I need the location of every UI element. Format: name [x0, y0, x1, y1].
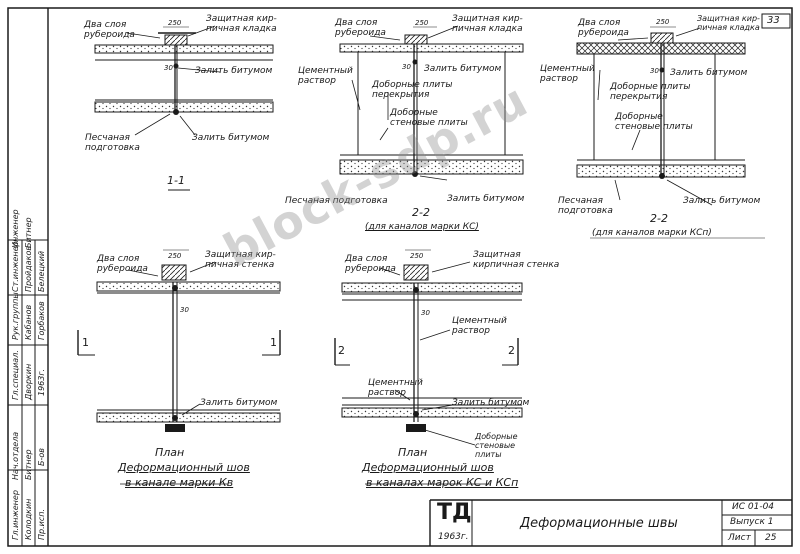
- d1-section-mark: 1-1: [167, 174, 185, 187]
- stamp-role-1: Нач.отдела: [11, 431, 20, 480]
- d5-wall-label: Доборные стеновые плиты: [475, 432, 518, 459]
- d5-dim-30: 30: [421, 309, 430, 317]
- drawing-4-plan: [77, 249, 281, 485]
- stamp-role-4: Ст.инженер: [11, 241, 20, 292]
- d5-protective-label: Защитная кирпичная стенка: [473, 250, 560, 270]
- d2-dim-250: 250: [415, 19, 429, 27]
- stamp-right-4: Белецкий: [37, 250, 46, 292]
- d4-mark-left: 1: [82, 336, 89, 349]
- d5-cement-label-1: Цементный раствор: [452, 316, 507, 336]
- d3-fill-bottom-label: Залить битумом: [683, 196, 761, 206]
- d5-title: План: [398, 446, 428, 459]
- d2-wall-label: Доборные стеновые плиты: [390, 108, 468, 128]
- d3-sand-label: Песчаная подготовка: [558, 196, 613, 216]
- d1-dim-250: 250: [168, 19, 182, 27]
- d4-fill-label: Залить битумом: [200, 398, 278, 408]
- d4-protective-label: Защитная кир- пичная стенка: [205, 250, 276, 270]
- d3-protective-label: Защитная кир- пичная кладка: [697, 14, 760, 32]
- stamp-name-4: Пройдаков: [24, 245, 33, 292]
- d3-section-mark: 2-2: [650, 212, 668, 225]
- d4-dim-30: 30: [180, 306, 189, 314]
- d3-fill-top-label: Залить битумом: [670, 68, 748, 78]
- drawing-2-section: [339, 25, 524, 181]
- stamp-role-0: Гл.инженер: [11, 490, 20, 540]
- d2-roofing-label: Два слоя рубероида: [335, 18, 386, 38]
- d5-cement-label-2: Цементный раствор: [368, 378, 423, 398]
- d1-fill-top-label: Залить битумом: [195, 66, 273, 76]
- title-block-year: 1963г.: [438, 532, 469, 542]
- d2-caption: (для каналов марки КС): [365, 222, 479, 232]
- stamp-right-0: Пр.исп.: [37, 508, 46, 540]
- d2-slab-label: Доборные плиты перекрытия: [372, 80, 453, 100]
- d5-mark-right: 2: [508, 344, 515, 357]
- stamp-name-0: Колодкин: [24, 498, 33, 540]
- drawing-1-section: [94, 25, 274, 191]
- d5-subtitle2: в каналах марок КС и КСп: [366, 476, 519, 489]
- stamp-name-3: Кабанов: [24, 304, 33, 340]
- d4-dim-250: 250: [168, 252, 182, 260]
- d1-dim-30: 30: [164, 64, 173, 72]
- title-block-code: ИС 01-04: [732, 502, 775, 512]
- d1-protective-label: Защитная кир- пичная кладка: [206, 14, 277, 34]
- d1-sand-label: Песчаная подготовка: [85, 133, 140, 153]
- stamp-role-5: Инженер: [11, 209, 20, 248]
- d3-wall-label: Доборные стеновые плиты: [615, 112, 693, 132]
- title-block-title: Деформационные швы: [520, 516, 678, 531]
- title-block-org: ТД: [437, 500, 472, 525]
- d1-fill-bottom-label: Залить битумом: [192, 133, 270, 143]
- d2-dim-30: 30: [402, 63, 411, 71]
- d2-fill-top-label: Залить битумом: [424, 64, 502, 74]
- drawing-5-plan: [334, 249, 523, 485]
- stamp-right-3: Горбаков: [37, 301, 46, 340]
- stamp-name-2: Дворкин: [24, 363, 33, 400]
- d2-section-mark: 2-2: [412, 206, 430, 219]
- stamp-name-5: Битнер: [24, 217, 33, 248]
- stamp-name-1: Битнер: [24, 449, 33, 480]
- d2-protective-label: Защитная кир- пичная кладка: [452, 14, 523, 34]
- d5-subtitle1: Деформационный шов: [362, 461, 494, 474]
- d1-roofing-label: Два слоя рубероида: [84, 20, 135, 40]
- d3-roofing-label: Два слоя рубероида: [578, 18, 629, 38]
- d3-cement-label: Цементный раствор: [540, 64, 595, 84]
- title-block-sheet-value: 25: [765, 533, 777, 543]
- d3-caption: (для каналов марки КСп): [592, 228, 712, 238]
- sheet-number: 33: [767, 15, 780, 26]
- d5-mark-left: 2: [338, 344, 345, 357]
- d4-roofing-label: Два слоя рубероида: [97, 254, 148, 274]
- drawing-3-section: [576, 26, 765, 239]
- d2-sand-label: Песчаная подготовка: [285, 196, 388, 206]
- d3-dim-250: 250: [656, 18, 670, 26]
- title-block-sheet-label: Лист: [728, 533, 751, 543]
- d2-fill-bottom-label: Залить битумом: [447, 194, 525, 204]
- d2-cement-label: Цементный раствор: [298, 66, 353, 86]
- d4-subtitle1: Деформационный шов: [118, 461, 250, 474]
- d4-title: План: [155, 446, 185, 459]
- title-block-issue: Выпуск 1: [730, 517, 774, 527]
- d5-dim-250: 250: [410, 252, 424, 260]
- stamp-right-1: Б-ов: [37, 448, 46, 466]
- d3-dim-30: 30: [650, 67, 659, 75]
- d3-slab-label: Доборные плиты перекрытия: [610, 82, 691, 102]
- d5-fill-label: Залить битумом: [452, 398, 530, 408]
- d5-roofing-label: Два слоя рубероида: [345, 254, 396, 274]
- stamp-role-2: Гл.специал.: [11, 350, 20, 400]
- stamp-right-2: 1963г.: [37, 368, 46, 396]
- d4-subtitle2: в канале марки Кв: [125, 476, 234, 489]
- stamp-role-3: Рук.группы: [11, 292, 20, 340]
- d4-mark-right: 1: [270, 336, 277, 349]
